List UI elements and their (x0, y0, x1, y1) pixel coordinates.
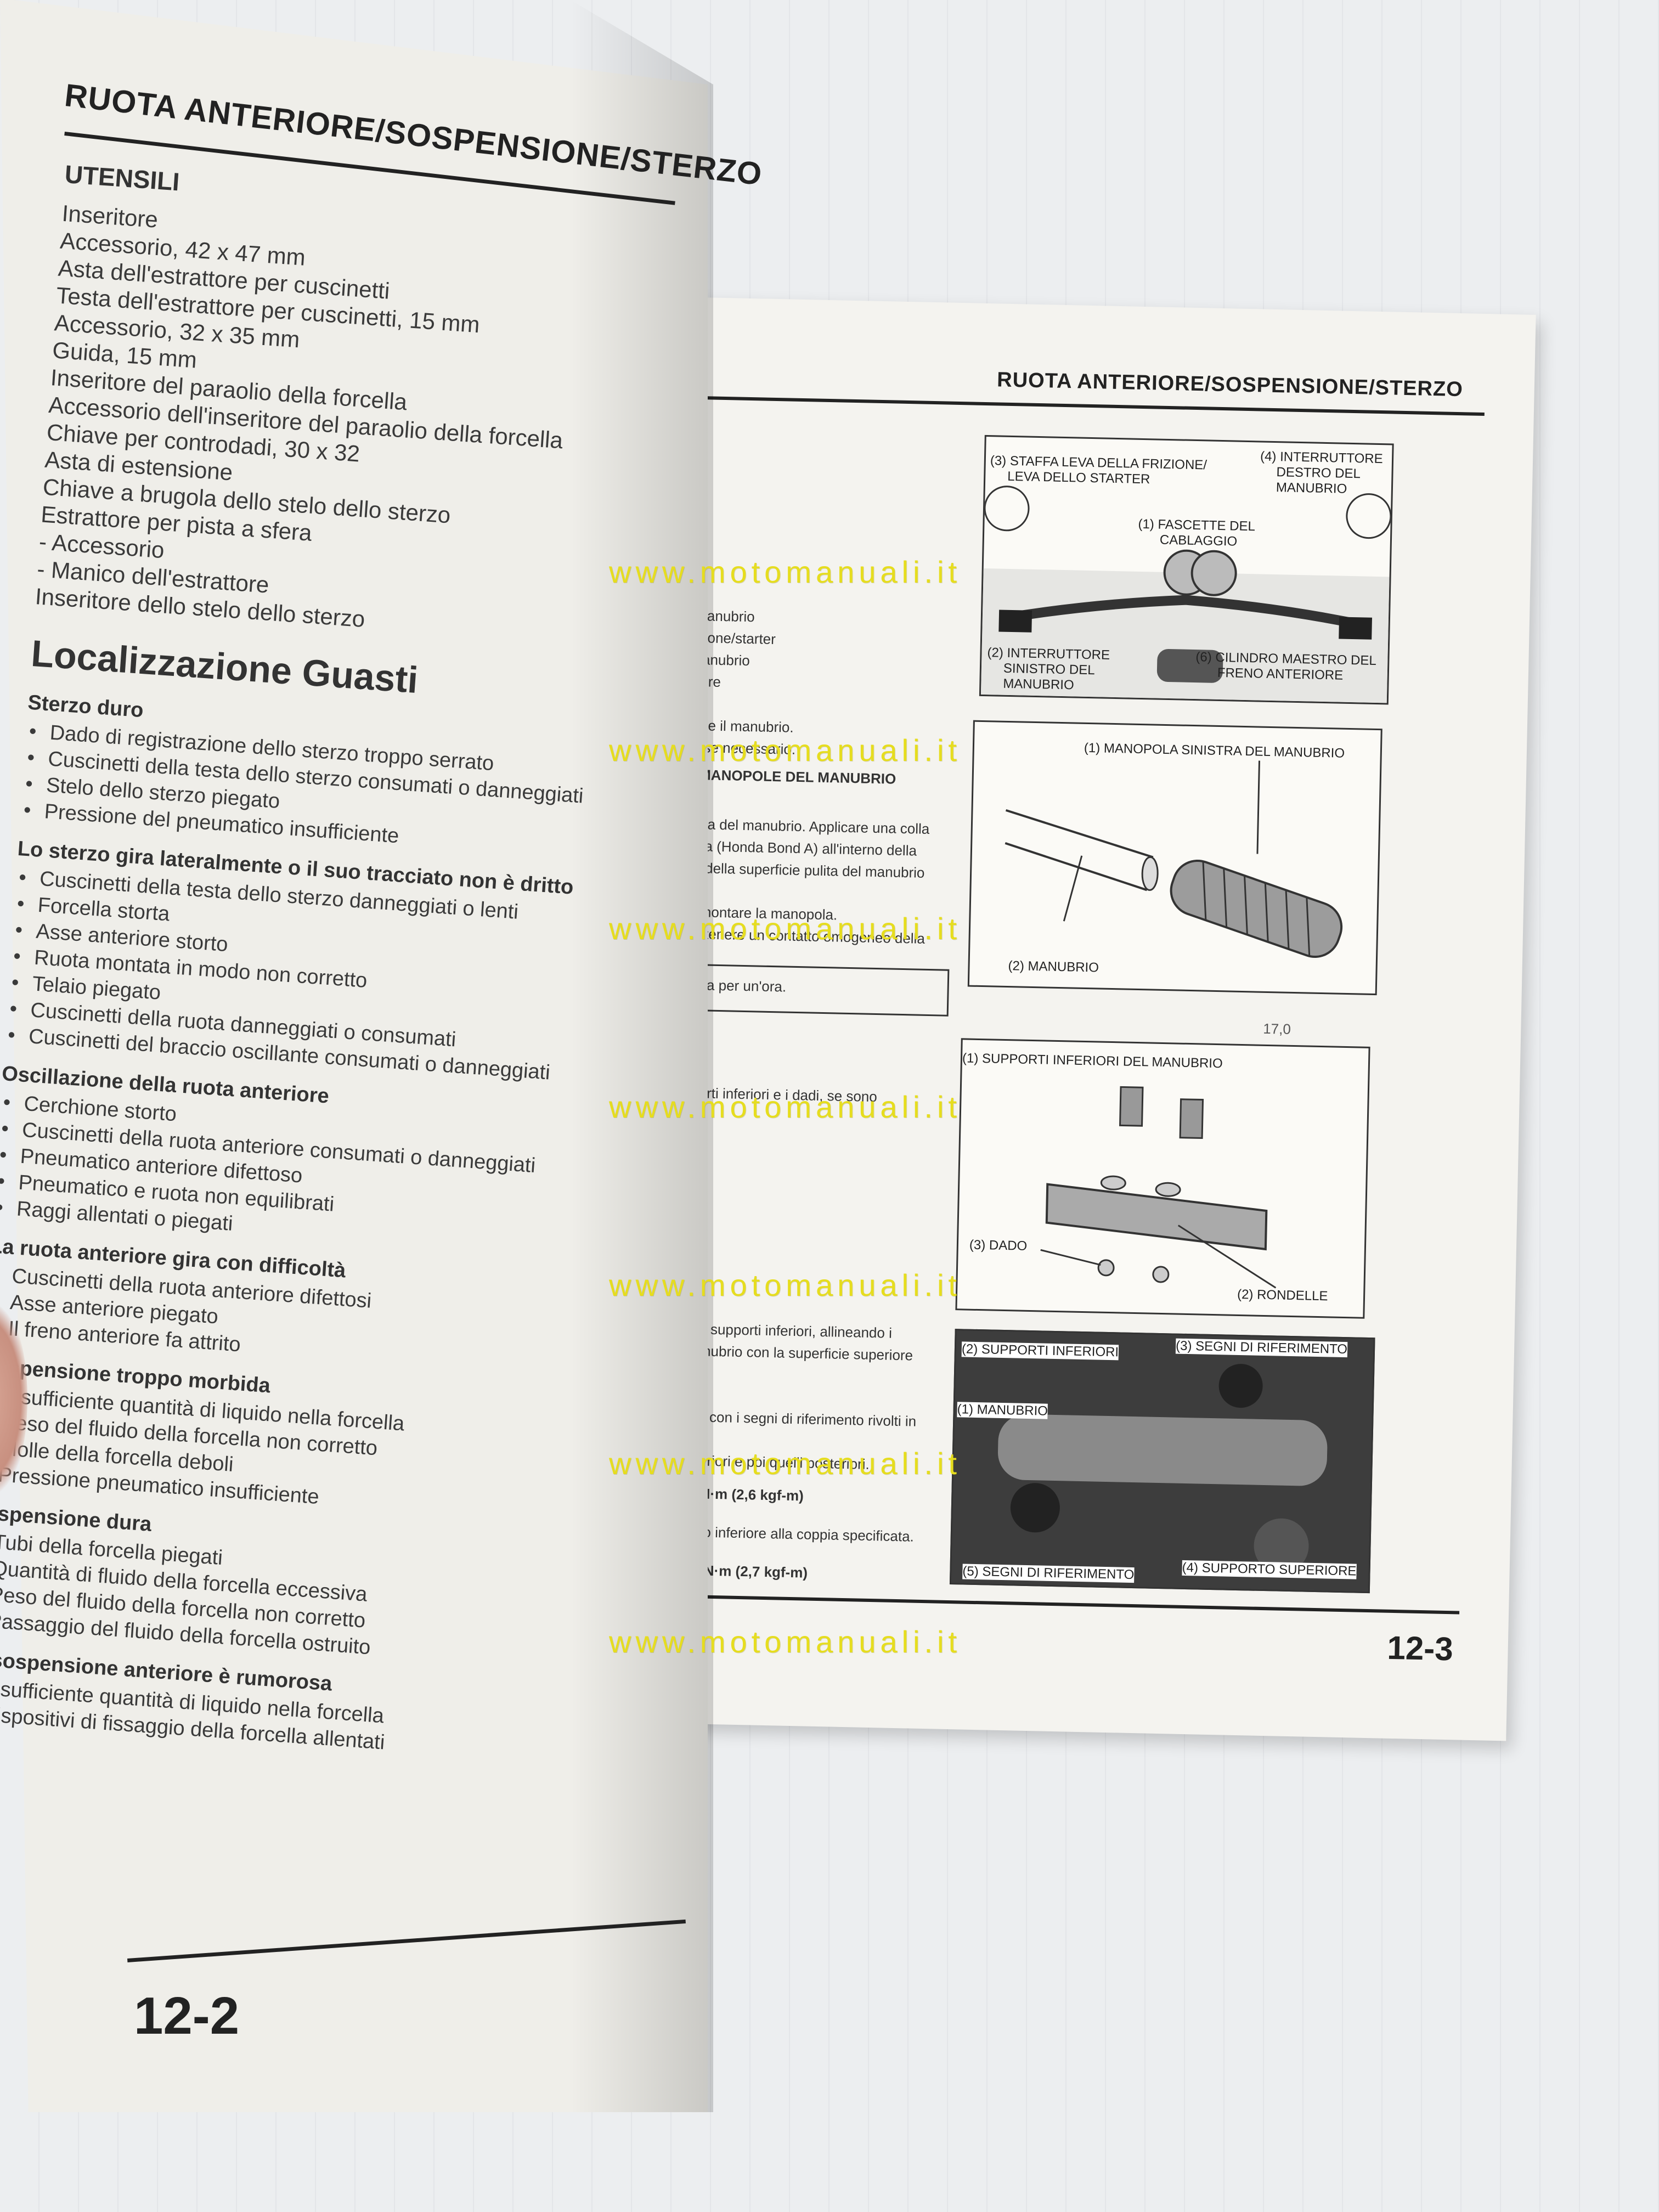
right-page: RUOTA ANTERIORE/SOSPENSIONE/STERZO menti… (617, 296, 1536, 1741)
watermark: www.motomanuali.it (609, 1624, 961, 1659)
figure-lower-holders: (1) SUPPORTI INFERIORI DEL MANUBRIO (3) … (955, 1038, 1370, 1319)
fig-label: MANUBRIO (1003, 676, 1074, 693)
watermark: www.motomanuali.it (609, 1446, 961, 1481)
handlebar-illustration (980, 486, 1392, 703)
watermark: www.motomanuali.it (609, 1090, 961, 1124)
fig-label: (3) DADO (969, 1237, 1028, 1254)
fig-label: (2) SUPPORTI INFERIORI (961, 1341, 1119, 1361)
figure-handlebar-grip: (1) MANOPOLA SINISTRA DEL MANUBRIO (2) M… (967, 720, 1383, 996)
upper-holder-photo (951, 1330, 1374, 1592)
watermark: www.motomanuali.it (609, 911, 961, 946)
measure-value: 17,0 (1262, 1020, 1291, 1037)
fig-label: MANUBRIO (1276, 480, 1347, 496)
fig-label: (1) MANUBRIO (957, 1402, 1048, 1419)
right-page-number: 12-3 (1386, 1629, 1454, 1668)
watermark: www.motomanuali.it (609, 1268, 961, 1302)
watermark: www.motomanuali.it (609, 733, 961, 768)
fig-label: DESTRO DEL (1276, 465, 1361, 482)
left-page-body: UTENSILI Inseritore Accessorio, 42 x 47 … (0, 159, 668, 1768)
right-page-header: RUOTA ANTERIORE/SOSPENSIONE/STERZO (996, 368, 1464, 402)
fig-label: LEVA DELLO STARTER (1007, 469, 1150, 487)
left-page-number: 12-2 (134, 1987, 240, 2045)
fig-label: (2) RONDELLE (1237, 1286, 1328, 1304)
right-footer-rule (620, 1593, 1460, 1615)
left-footer-rule (127, 1919, 686, 1962)
fig-label: CABLAGGIO (1159, 532, 1238, 549)
figure-handlebar-controls: (3) STAFFA LEVA DELLA FRIZIONE/ LEVA DEL… (979, 435, 1394, 705)
fig-label: (2) MANUBRIO (1008, 958, 1099, 975)
grip-illustration (1005, 760, 1343, 958)
fig-label: (1) FASCETTE DEL (1138, 516, 1256, 534)
watermark: www.motomanuali.it (609, 555, 961, 589)
fig-label: FRENO ANTERIORE (1217, 665, 1344, 683)
fig-label: SINISTRO DEL (1003, 661, 1095, 678)
figure-upper-holder-photo: (2) SUPPORTI INFERIORI (3) SEGNI DI RIFE… (949, 1329, 1375, 1594)
holders-illustration (1040, 1086, 1277, 1289)
left-page-content: RUOTA ANTERIORE/SOSPENSIONE/STERZO UTENS… (0, 0, 764, 2112)
